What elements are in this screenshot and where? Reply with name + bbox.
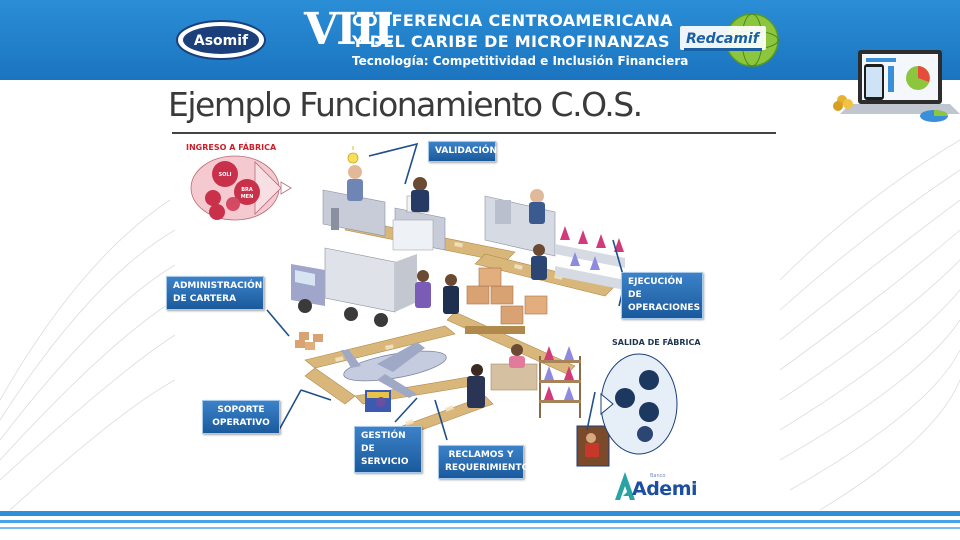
ingreso-funnel: SOLI BRA MEN <box>190 155 292 221</box>
worker-desk-1 <box>322 146 386 237</box>
title-underline <box>172 132 776 134</box>
ademi-logo-small-text: Banco <box>650 473 666 479</box>
redcamif-globe-logo <box>680 13 779 67</box>
callout-ejecucion-operaciones: EJECUCIÓN DE OPERACIONES <box>621 272 703 319</box>
asomif-logo: Asomif <box>176 20 266 60</box>
cargo-airplane <box>341 342 447 398</box>
footer-stripe-1 <box>0 511 960 516</box>
salida-funnel <box>600 353 678 455</box>
redcamif-logo-text: Redcamif <box>686 31 759 47</box>
slide-title: Ejemplo Funcionamiento C.O.S. <box>168 85 643 124</box>
service-kiosk <box>365 390 391 412</box>
salida-label: SALIDA DE FÁBRICA <box>612 338 701 347</box>
factory-diagram: SOLI BRA MEN INGRESO A FÁBRICA SALIDA DE… <box>155 136 775 500</box>
funnel-token-3: MEN <box>241 194 254 200</box>
background-curves <box>0 139 960 510</box>
conference-subtitle: Tecnología: Competitividad e Inclusión F… <box>352 54 689 68</box>
conference-title-line2: Y DEL CARIBE DE MICROFINANZAS <box>352 32 670 51</box>
callout-validacion: VALIDACIÓN <box>428 141 497 162</box>
asomif-logo-text: Asomif <box>194 33 249 49</box>
laptop-tablet-illustration <box>833 50 960 122</box>
worker-desk-2 <box>392 177 446 251</box>
workers-with-boxes <box>415 244 548 334</box>
ademi-logo-text: Ademi <box>632 478 698 500</box>
callout-reclamos-requerimientos: RECLAMOS Y REQUERIMIENTOS <box>438 445 536 479</box>
callout-soporte-operativo: SOPORTE OPERATIVO <box>202 400 280 434</box>
callout-administracion-cartera: ADMINISTRACIÓN DE CARTERA <box>166 276 264 310</box>
callout-gestion-servicio: GESTIÓN DE SERVICIO <box>354 426 422 473</box>
delivery-truck <box>291 247 417 327</box>
small-box-pile <box>295 332 323 350</box>
header-banner: Asomif VIII CONFERENCIA CENTROAMERICANA … <box>0 0 960 80</box>
conference-title-line1: CONFERENCIA CENTROAMERICANA <box>352 11 673 30</box>
ingreso-label: INGRESO A FÁBRICA <box>186 143 277 152</box>
footer-stripe-3 <box>0 527 960 529</box>
production-machine <box>484 189 625 290</box>
funnel-token-2: BRA <box>241 187 253 193</box>
conference-number: VIII <box>304 4 394 55</box>
worker-picture <box>576 425 610 467</box>
factory-illustration: SOLI BRA MEN <box>190 142 678 467</box>
product-shelf <box>539 346 581 418</box>
shop-counter <box>467 344 538 408</box>
footer-stripe-2 <box>0 520 960 523</box>
ademi-logo <box>615 472 635 500</box>
funnel-token-1: SOLI <box>219 172 232 178</box>
